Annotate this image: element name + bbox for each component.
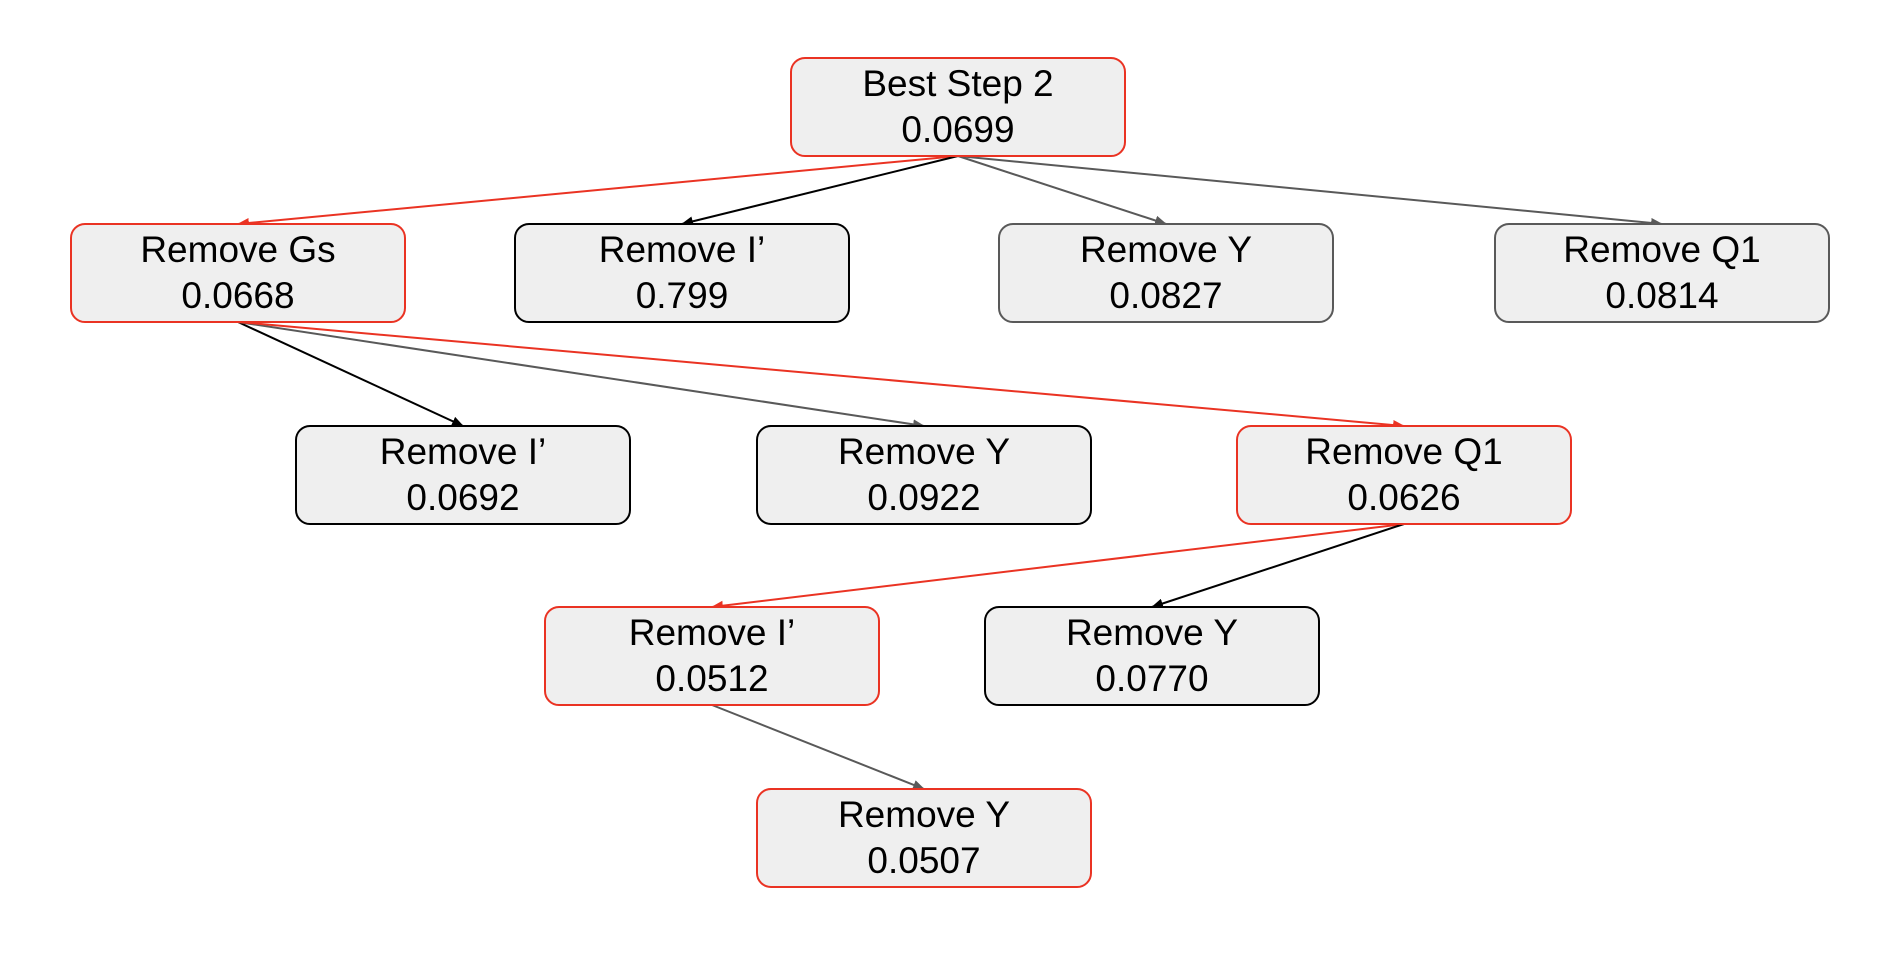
node-box (756, 788, 1092, 888)
edge-l2-remove-q1-to-l3-remove-i-prime (711, 523, 1405, 611)
node-box (295, 425, 631, 525)
node-value: 0.0507 (867, 840, 980, 881)
node-l2-remove-y: Remove Y 0.0922 (756, 425, 1092, 525)
node-value: 0.0922 (867, 477, 980, 518)
node-label: Remove Y (1066, 612, 1238, 653)
node-l1-remove-i-prime: Remove I’ 0.799 (514, 223, 850, 323)
edge-l1-remove-gs-to-l2-remove-q1 (237, 321, 1405, 431)
node-box (514, 223, 850, 323)
node-box (756, 425, 1092, 525)
node-value: 0.799 (636, 275, 729, 316)
edge-best-step-2-to-l1-remove-gs (237, 155, 959, 228)
node-label: Remove Gs (140, 229, 335, 270)
node-l2-remove-q1: Remove Q1 0.0626 (1236, 425, 1572, 525)
node-best-step-2: Best Step 2 0.0699 (790, 57, 1126, 157)
node-value: 0.0668 (181, 275, 294, 316)
node-label: Remove I’ (380, 431, 547, 472)
node-value: 0.0626 (1347, 477, 1460, 518)
edge-best-step-2-to-l1-remove-y (957, 155, 1167, 226)
node-value: 0.0512 (655, 658, 768, 699)
node-l3-remove-i-prime: Remove I’ 0.0512 (544, 606, 880, 706)
node-value: 0.0814 (1605, 275, 1718, 316)
edge-l3-remove-i-prime-to-l4-remove-y (711, 704, 925, 790)
node-box (790, 57, 1126, 157)
edge-best-step-2-to-l1-remove-q1 (957, 155, 1663, 228)
edges-layer (237, 155, 1663, 790)
node-label: Remove I’ (629, 612, 796, 653)
node-label: Remove Y (838, 794, 1010, 835)
node-box (998, 223, 1334, 323)
node-box (1236, 425, 1572, 525)
node-value: 0.0827 (1109, 275, 1222, 316)
node-l4-remove-y: Remove Y 0.0507 (756, 788, 1092, 888)
node-box (1494, 223, 1830, 323)
node-label: Remove Q1 (1563, 229, 1760, 270)
edge-l1-remove-gs-to-l2-remove-y (237, 321, 925, 430)
edge-l2-remove-q1-to-l3-remove-y (1151, 523, 1405, 609)
node-value: 0.0770 (1095, 658, 1208, 699)
node-value: 0.0699 (901, 109, 1014, 150)
node-l1-remove-gs: Remove Gs 0.0668 (70, 223, 406, 323)
node-label: Remove Q1 (1305, 431, 1502, 472)
node-l3-remove-y: Remove Y 0.0770 (984, 606, 1320, 706)
node-box (544, 606, 880, 706)
edge-l1-remove-gs-to-l2-remove-i-prime (237, 321, 464, 427)
node-label: Remove I’ (599, 229, 766, 270)
node-label: Best Step 2 (862, 63, 1053, 104)
node-label: Remove Y (1080, 229, 1252, 270)
edge-best-step-2-to-l1-remove-i-prime (681, 155, 959, 227)
node-l2-remove-i-prime: Remove I’ 0.0692 (295, 425, 631, 525)
node-value: 0.0692 (406, 477, 519, 518)
node-l1-remove-q1: Remove Q1 0.0814 (1494, 223, 1830, 323)
node-l1-remove-y: Remove Y 0.0827 (998, 223, 1334, 323)
node-box (984, 606, 1320, 706)
node-label: Remove Y (838, 431, 1010, 472)
node-box (70, 223, 406, 323)
